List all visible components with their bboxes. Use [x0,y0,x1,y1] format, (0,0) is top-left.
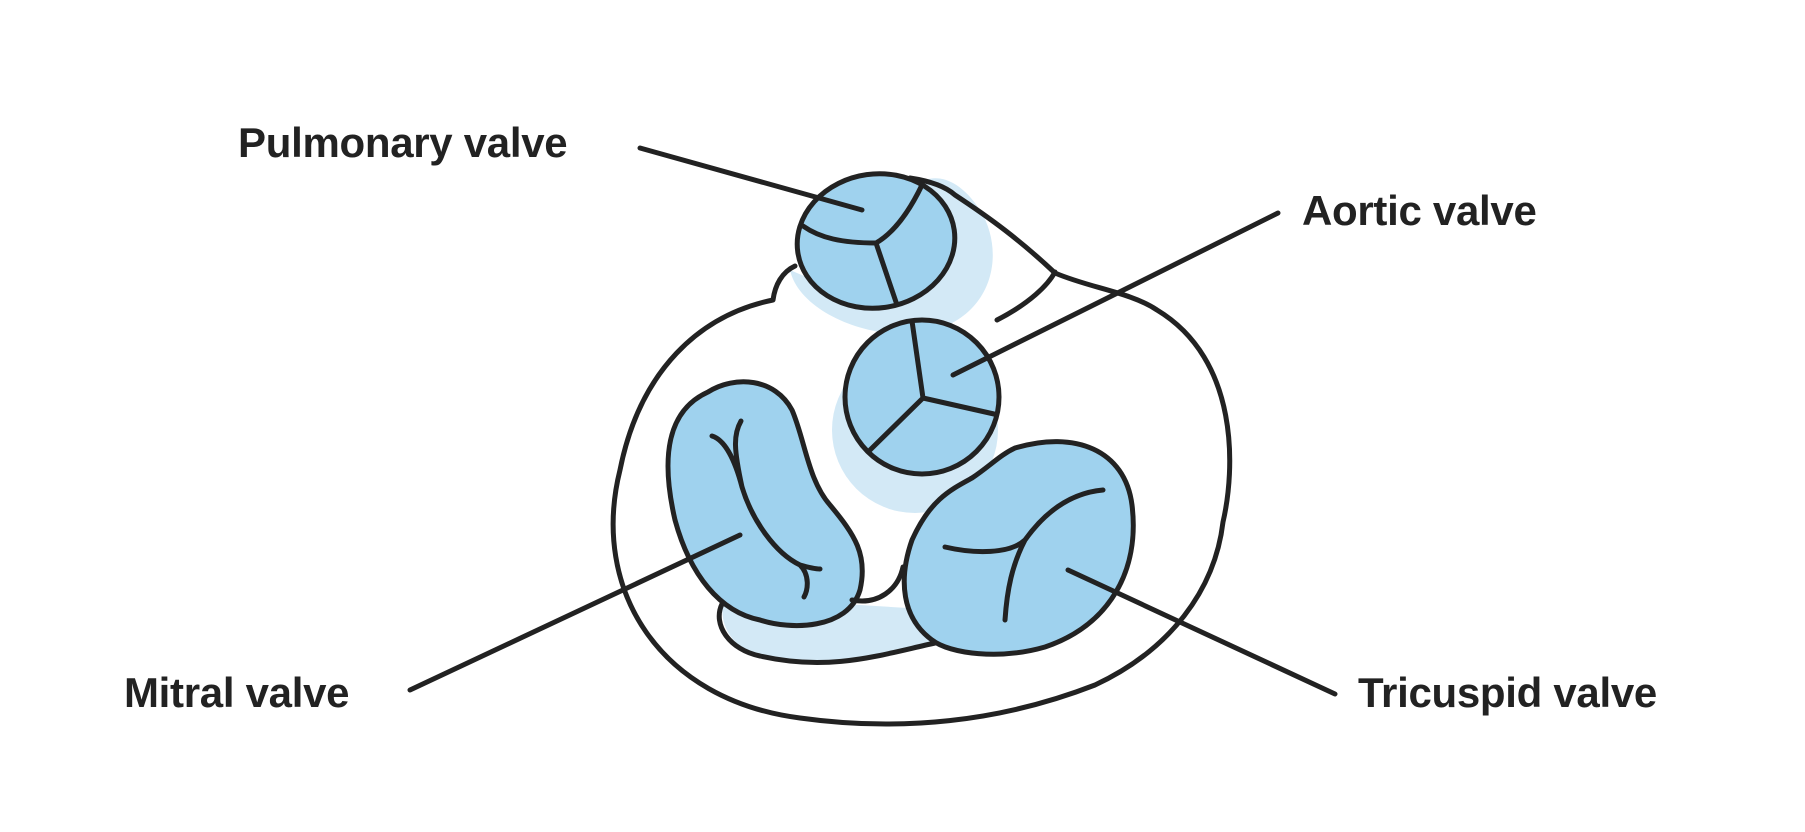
tricuspid-valve-leaflet-lines [942,487,1106,623]
mitral-valve-label: Mitral valve [124,669,350,716]
tricuspid-valve-label: Tricuspid valve [1358,669,1657,716]
heart-outline [610,175,1233,727]
tricuspid-valve [901,439,1136,657]
tricuspid-leader-line [1065,567,1338,697]
inner-curve [994,269,1058,323]
leader-lines [407,145,1338,697]
pulmonary-valve [794,171,958,311]
aortic-valve [842,317,1002,477]
aortic-valve-label: Aortic valve [1302,187,1537,234]
mitral-valve-body [665,379,865,629]
pulmonary-valve-label: Pulmonary valve [238,119,568,166]
mitral-valve-leaflet-lines [709,418,823,600]
pulmonary-valve-cusps [800,182,925,305]
valve-junction [849,564,906,604]
mitral-leader-line [407,532,743,693]
lower-basin-outline [716,601,938,666]
aortic-leader-line [950,210,1281,378]
mitral-valve [665,379,865,629]
aortic-valve-cusps [866,318,997,454]
pulmonary-leader-line [637,145,865,213]
